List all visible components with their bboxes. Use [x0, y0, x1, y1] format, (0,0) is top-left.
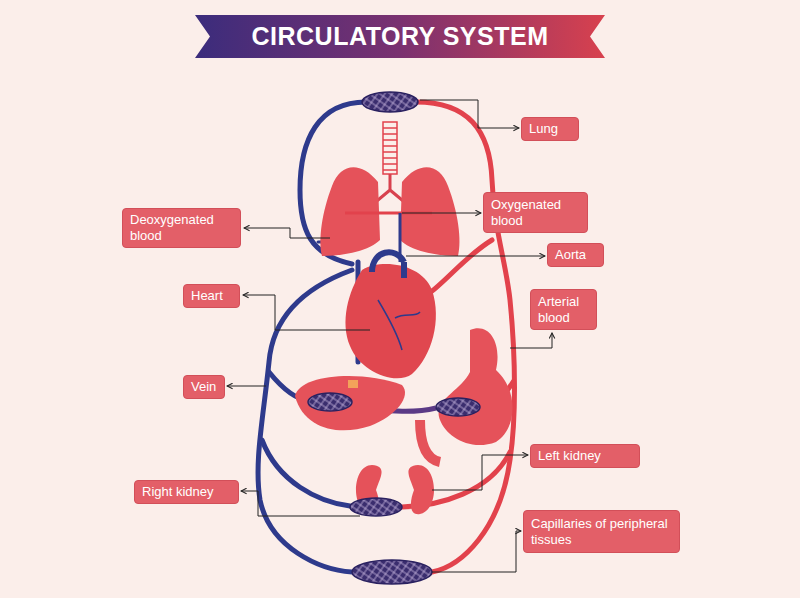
callout-text: Oxygenated blood [491, 197, 580, 229]
leader-line [510, 333, 552, 348]
liver [295, 376, 405, 430]
leader-line [243, 295, 370, 330]
leader-line [432, 531, 521, 572]
leader-line [241, 491, 360, 516]
callout-text: Vein [191, 379, 216, 395]
leader-line [406, 256, 545, 257]
title-banner [195, 15, 605, 58]
left-kidney [408, 465, 434, 514]
kidney-capillaries [350, 498, 402, 516]
stomach-capillaries [436, 398, 480, 416]
callout-label: Left kidney [530, 444, 640, 468]
leader-line [244, 228, 330, 238]
leader-line [420, 100, 519, 128]
coronary-vessels [378, 300, 420, 350]
callout-text: Right kidney [142, 484, 214, 500]
callout-label: Oxygenated blood [483, 192, 588, 233]
callout-label: Right kidney [134, 480, 239, 504]
stomach [439, 328, 513, 445]
leader-line [402, 213, 481, 214]
callout-label: Capillaries of peripheral tissues [523, 510, 680, 553]
callout-text: Deoxygenated blood [130, 212, 233, 244]
callout-text: Heart [191, 288, 223, 304]
gallbladder [348, 380, 358, 388]
callout-label: Arterial blood [530, 289, 597, 330]
renal-vein [262, 440, 350, 506]
callout-label: Lung [521, 117, 579, 141]
callout-text: Aorta [555, 247, 586, 263]
callout-text: Left kidney [538, 448, 601, 464]
callout-text: Lung [529, 121, 558, 137]
callout-label: Deoxygenated blood [122, 208, 241, 248]
callout-label: Heart [183, 284, 240, 308]
peripheral-capillaries [352, 560, 432, 584]
intestine [420, 420, 440, 462]
trachea-tube [383, 122, 397, 174]
trachea-rings [383, 128, 397, 170]
callout-label: Vein [183, 375, 225, 399]
lung-capillaries [362, 92, 418, 112]
capillary-beds [308, 92, 480, 584]
leader-line [227, 386, 266, 387]
liver-capillaries [308, 393, 352, 411]
heart [346, 264, 436, 378]
callout-label: Aorta [547, 243, 604, 267]
diagram-title: CIRCULATORY SYSTEM [195, 15, 605, 58]
leader-lines [227, 100, 552, 572]
aortic-arch [372, 252, 404, 278]
leader-line [432, 455, 528, 490]
callout-text: Capillaries of peripheral tissues [531, 516, 672, 548]
callout-text: Arterial blood [538, 294, 589, 326]
